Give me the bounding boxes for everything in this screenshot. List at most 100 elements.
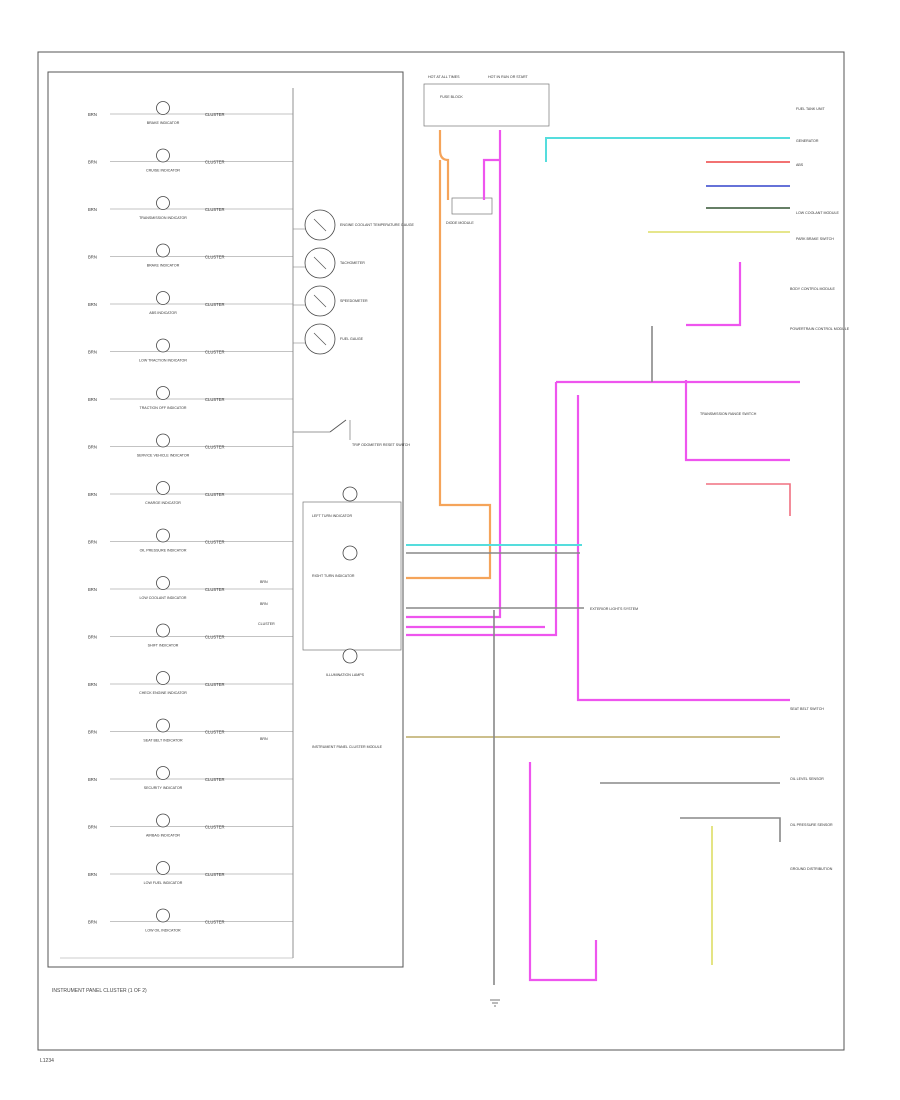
right-turn-label: RIGHT TURN INDICATOR bbox=[312, 574, 355, 578]
wire-magenta bbox=[406, 130, 800, 982]
gauge-label: TACHOMETER bbox=[340, 261, 365, 265]
indicator-item: BRN SERVICE VEHICLE INDICATOR CLUSTER bbox=[88, 433, 293, 458]
indicator-wire-label: BRN bbox=[88, 682, 97, 687]
indicator-wire-label: BRN bbox=[88, 777, 97, 782]
gauge-label: ENGINE COOLANT TEMPERATURE GAUGE bbox=[340, 223, 414, 227]
indicator-connector-label: CLUSTER bbox=[205, 730, 225, 735]
indicator-connector-label: CLUSTER bbox=[205, 255, 225, 260]
indicator-wire-label: BRN bbox=[88, 445, 97, 450]
gauge: SPEEDOMETER bbox=[293, 285, 368, 317]
indicator-name: SECURITY INDICATOR bbox=[144, 786, 183, 790]
left-turn-indicator: LEFT TURN INDICATOR bbox=[312, 486, 358, 518]
gauge-label: FUEL GAUGE bbox=[340, 337, 364, 341]
indicator-connector-label: CLUSTER bbox=[205, 777, 225, 782]
component-label: ABS bbox=[796, 163, 804, 167]
component-label: LOW COOLANT MODULE bbox=[796, 211, 839, 215]
indicator-wire-label: BRN bbox=[88, 302, 97, 307]
indicator-name: BRAKE INDICATOR bbox=[147, 264, 180, 268]
indicator-connector-label: CLUSTER bbox=[205, 492, 225, 497]
indicator-wire-label: BRN bbox=[88, 872, 97, 877]
indicator-name: OIL PRESSURE INDICATOR bbox=[140, 549, 187, 553]
indicator-connector-label: CLUSTER bbox=[205, 587, 225, 592]
indicator-connector-label: CLUSTER bbox=[205, 160, 225, 165]
indicator-connector-label: CLUSTER bbox=[205, 540, 225, 545]
trip-switch-label: TRIP ODOMETER RESET SWITCH bbox=[352, 443, 410, 447]
component-label: OIL PRESSURE SENSOR bbox=[790, 823, 833, 827]
left-turn-label: LEFT TURN INDICATOR bbox=[312, 514, 352, 518]
indicator-item: BRN SHIFT INDICATOR CLUSTER bbox=[88, 623, 293, 648]
wire-orange bbox=[406, 130, 492, 580]
component-label: OIL LEVEL SENSOR bbox=[790, 777, 824, 781]
gauge-label: SPEEDOMETER bbox=[340, 299, 368, 303]
indicator-name: CHECK ENGINE INDICATOR bbox=[139, 691, 187, 695]
component-label: TRANSMISSION RANGE SWITCH bbox=[700, 412, 757, 416]
indicator-connector-label: CLUSTER bbox=[205, 112, 225, 117]
diode-module-box bbox=[451, 197, 493, 215]
wire-cyan bbox=[406, 137, 790, 546]
indicator-item: BRN BRAKE INDICATOR CLUSTER bbox=[88, 243, 293, 268]
indicator-name: CHARGE INDICATOR bbox=[145, 501, 181, 505]
indicator-name: AIRBAG INDICATOR bbox=[146, 834, 180, 838]
indicator-wire-label: BRN bbox=[88, 492, 97, 497]
indicator-name: LOW OIL INDICATOR bbox=[145, 929, 181, 933]
component-label: SEAT BELT SWITCH bbox=[790, 707, 824, 711]
trip-odometer-switch: TRIP ODOMETER RESET SWITCH bbox=[293, 419, 410, 447]
indicator-name: LOW COOLANT INDICATOR bbox=[140, 596, 187, 600]
indicator-connector-label: CLUSTER bbox=[205, 302, 225, 307]
indicator-wire-label: BRN bbox=[88, 255, 97, 260]
indicator-item: BRN LOW COOLANT INDICATOR CLUSTER bbox=[88, 576, 293, 600]
diagram-caption: INSTRUMENT PANEL CLUSTER (1 OF 2) bbox=[52, 988, 147, 994]
indicator-wire-label: BRN bbox=[88, 587, 97, 592]
side-label-2: BRN bbox=[260, 602, 268, 606]
indicator-wire-label: BRN bbox=[88, 920, 97, 925]
fuse-block-label: FUSE BLOCK bbox=[440, 95, 463, 99]
indicator-name: CRUISE INDICATOR bbox=[146, 169, 180, 173]
component-label: PARK BRAKE SWITCH bbox=[796, 237, 834, 241]
illumination-label: ILLUMINATION LAMPS bbox=[326, 673, 365, 677]
ground-icon bbox=[490, 999, 500, 1007]
component-label: BODY CONTROL MODULE bbox=[790, 287, 836, 291]
indicator-wire-label: BRN bbox=[88, 540, 97, 545]
indicator-connector-label: CLUSTER bbox=[205, 682, 225, 687]
indicator-item: BRN CHARGE INDICATOR CLUSTER bbox=[88, 481, 293, 505]
diagram-border bbox=[37, 51, 845, 1051]
indicator-connector-label: CLUSTER bbox=[205, 872, 225, 877]
indicator-connector-label: CLUSTER bbox=[205, 825, 225, 830]
indicator-wire-label: BRN bbox=[88, 112, 97, 117]
indicator-item: BRN SEAT BELT INDICATOR CLUSTER bbox=[88, 718, 293, 743]
indicator-connector-label: CLUSTER bbox=[205, 207, 225, 212]
indicator-item: BRN CRUISE INDICATOR CLUSTER bbox=[88, 148, 293, 173]
indicator-connector-label: CLUSTER bbox=[205, 445, 225, 450]
wire-other bbox=[406, 161, 791, 985]
indicator-name: BRAKE INDICATOR bbox=[147, 121, 180, 125]
side-label-3: CLUSTER bbox=[258, 622, 275, 626]
indicator-name: TRACTION OFF INDICATOR bbox=[140, 406, 187, 410]
indicator-item: BRN BRAKE INDICATOR CLUSTER bbox=[88, 101, 293, 125]
cluster-border bbox=[47, 71, 404, 968]
indicator-wire-label: BRN bbox=[88, 160, 97, 165]
indicator-item: BRN OIL PRESSURE INDICATOR CLUSTER bbox=[88, 528, 293, 553]
indicator-wire-label: BRN bbox=[88, 635, 97, 640]
indicator-name: SEAT BELT INDICATOR bbox=[143, 739, 183, 743]
gauge: FUEL GAUGE bbox=[293, 323, 364, 355]
gauge: ENGINE COOLANT TEMPERATURE GAUGE bbox=[293, 209, 414, 241]
indicator-connector-label: CLUSTER bbox=[205, 635, 225, 640]
indicator-item: BRN CHECK ENGINE INDICATOR CLUSTER bbox=[88, 671, 293, 695]
illumination-lamps: ILLUMINATION LAMPS bbox=[326, 648, 365, 677]
side-label-1: BRN bbox=[260, 580, 268, 584]
page-id: L1234 bbox=[40, 1058, 54, 1064]
indicator-name: SERVICE VEHICLE INDICATOR bbox=[137, 454, 190, 458]
cluster-module-label: INSTRUMENT PANEL CLUSTER MODULE bbox=[312, 745, 383, 749]
indicator-item: BRN SECURITY INDICATOR CLUSTER bbox=[88, 766, 293, 790]
indicator-connector-label: CLUSTER bbox=[205, 397, 225, 402]
indicator-name: SHIFT INDICATOR bbox=[148, 644, 179, 648]
gauge: TACHOMETER bbox=[293, 247, 365, 279]
side-label-4: BRN bbox=[260, 737, 268, 741]
